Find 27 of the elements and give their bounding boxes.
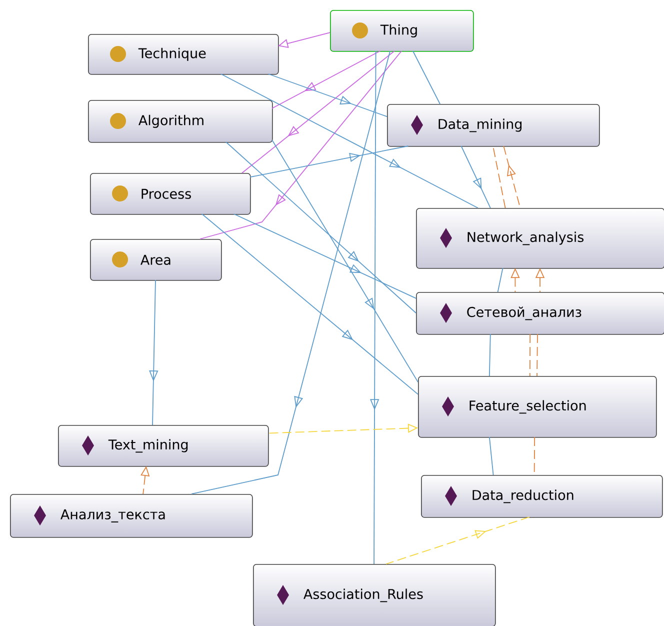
arrow [149,280,158,426]
arrow [386,516,530,564]
arrow [268,74,388,118]
arrow [191,50,391,494]
arrow [250,146,409,178]
arrow [272,139,418,383]
class-box: Thing [330,10,474,52]
individual-box: Анализ_текста [10,494,253,538]
arrow [272,50,380,109]
individual-box: Сетевой_анализ [416,292,664,335]
arrow [234,214,416,299]
class-box: Area [90,239,222,281]
arrow [202,214,418,395]
individual-box: Association_Rules [253,564,496,626]
arrow [220,74,478,208]
individual-box: Network_analysis [416,208,664,269]
class-box: Algorithm [88,100,273,143]
individual-box: Text_mining [58,425,269,467]
arrow [226,142,416,314]
arrow [200,50,402,240]
arrow [242,50,395,174]
individual-box: Feature_selection [418,376,657,438]
arrow [460,146,491,208]
individual-box: Data_mining [387,104,600,147]
class-box: Technique [88,34,279,75]
class-box: Process [90,173,251,215]
individual-box: Data_reduction [421,475,663,518]
